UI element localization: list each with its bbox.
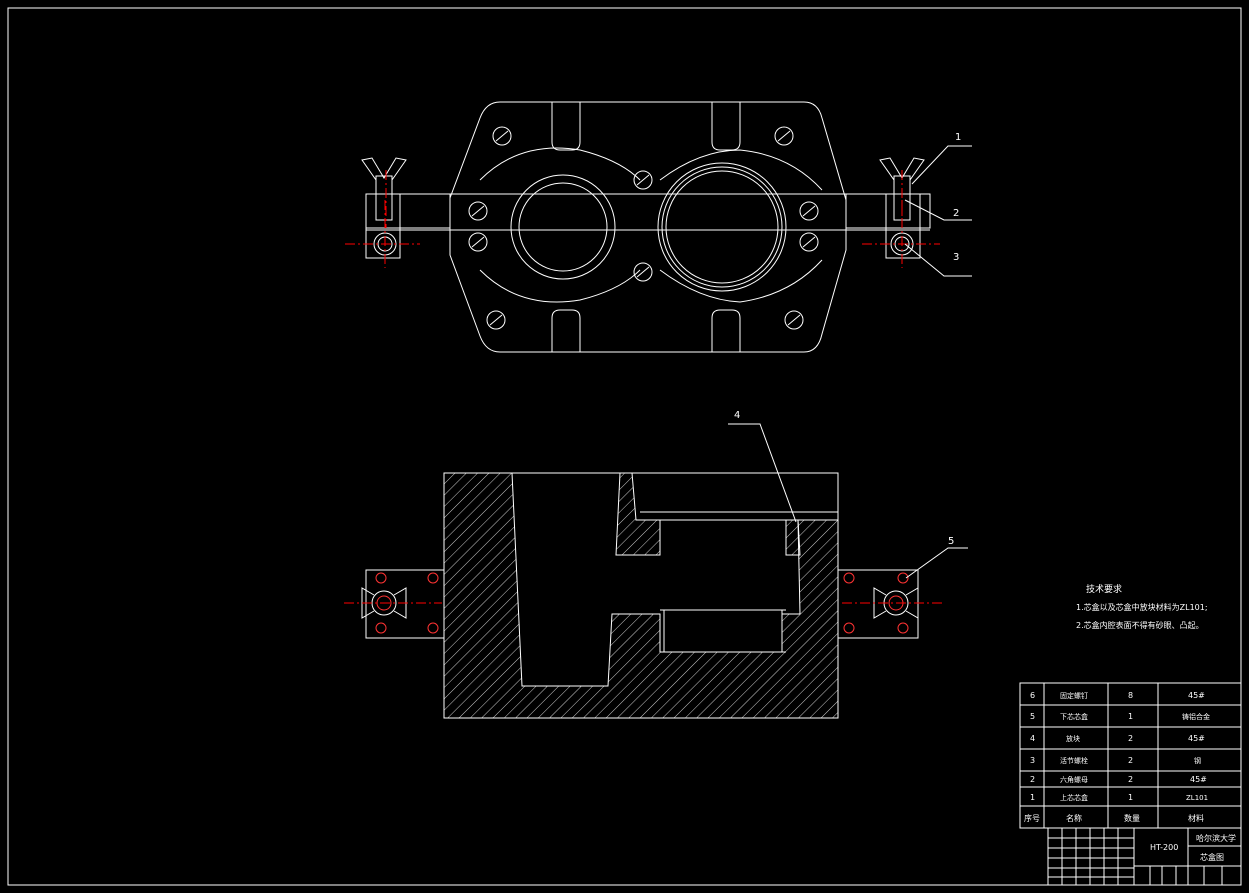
balloon-2: 2	[953, 208, 959, 219]
bom-row-material: 钢	[1194, 756, 1201, 765]
bom-header-no: 序号	[1024, 813, 1040, 823]
bom-row-qty: 8	[1128, 691, 1133, 700]
leaders	[728, 145, 972, 579]
bom-row-no: 6	[1030, 691, 1035, 700]
balloon-4: 4	[734, 410, 740, 421]
balloon-1: 1	[955, 132, 961, 143]
bom-row-name: 活节螺栓	[1060, 756, 1088, 765]
bom-row-no: 1	[1030, 793, 1035, 802]
bom-row-material: 45#	[1188, 691, 1205, 700]
bom-row-qty: 1	[1128, 793, 1133, 802]
bom-row-name: 六角螺母	[1060, 775, 1088, 784]
bom-row-name: 固定螺钉	[1060, 691, 1088, 700]
drawing-frame	[7, 7, 1242, 886]
bom-header-material: 材料	[1188, 813, 1204, 823]
center-lines-top	[345, 170, 940, 268]
title-school: 哈尔滨大学	[1196, 833, 1236, 843]
bom-row-material: 45#	[1190, 775, 1207, 784]
bom-row-name: 放块	[1066, 734, 1080, 743]
bom-row-material: ZL101	[1186, 794, 1208, 802]
balloon-5: 5	[948, 536, 954, 547]
tech-requirement-1: 1.芯盒以及芯盒中放块材料为ZL101;	[1076, 602, 1208, 612]
bom-row-name: 上芯芯盒	[1060, 793, 1088, 802]
bom-row-qty: 2	[1128, 734, 1133, 743]
title-material-code: HT-200	[1150, 843, 1178, 852]
bom-row-no: 5	[1030, 712, 1035, 721]
bom-row-no: 3	[1030, 756, 1035, 765]
bom-header-name: 名称	[1066, 813, 1082, 823]
balloon-3: 3	[953, 252, 959, 263]
top-view	[361, 101, 931, 353]
bom-row-qty: 2	[1128, 756, 1133, 765]
bom-row-name: 下芯芯盒	[1060, 712, 1088, 721]
bom-row-no: 2	[1030, 775, 1035, 784]
title-drawing-name: 芯盒图	[1200, 852, 1224, 862]
bom-row-qty: 2	[1128, 775, 1133, 784]
bom-row-no: 4	[1030, 734, 1035, 743]
bom-header-qty: 数量	[1124, 813, 1140, 823]
bom-row-qty: 1	[1128, 712, 1133, 721]
tech-requirement-2: 2.芯盒内腔表面不得有砂眼、凸起。	[1076, 620, 1204, 630]
bom-table	[1019, 682, 1242, 829]
title-block	[1047, 827, 1242, 886]
bom-row-material: 45#	[1188, 734, 1205, 743]
section-view	[361, 472, 919, 719]
bom-row-material: 铸铝合金	[1182, 712, 1210, 721]
bom-rows: 6 固定螺钉 8 45# 5 下芯芯盒 1 铸铝合金 4 放块 2 45# 3 …	[1024, 691, 1210, 823]
tech-requirements-heading: 技术要求	[1086, 583, 1122, 595]
